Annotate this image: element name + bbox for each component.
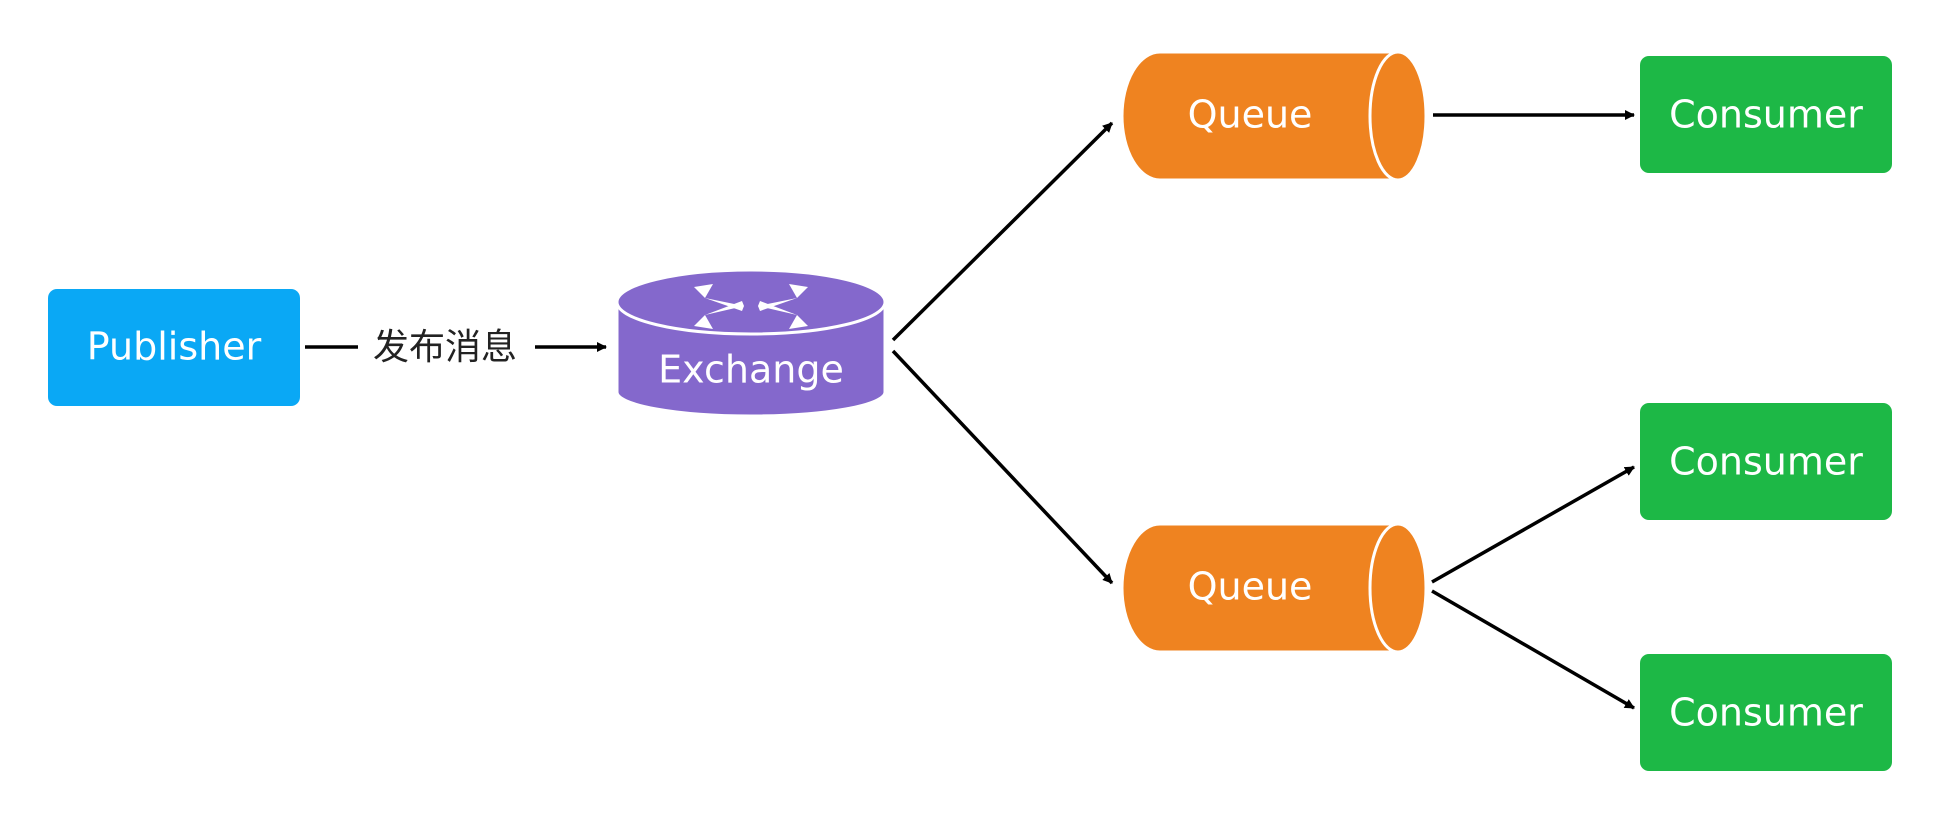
queue-top-body xyxy=(1120,50,1400,182)
consumer-2-label: Consumer xyxy=(1669,440,1863,484)
exchange-top xyxy=(615,268,887,336)
queue-bottom-node: Queue xyxy=(1120,522,1428,654)
queue-bottom-cap xyxy=(1368,522,1428,654)
publisher-label: Publisher xyxy=(87,325,262,369)
edge-exchange-to-queue-bottom xyxy=(891,349,1114,585)
consumer-node-1: Consumer xyxy=(1640,56,1892,173)
edge-queue-bottom-to-consumer-2 xyxy=(1431,465,1635,584)
routing-arrows-icon xyxy=(694,284,808,329)
consumer-node-2: Consumer xyxy=(1640,403,1892,520)
consumer-3-label: Consumer xyxy=(1669,691,1863,735)
exchange-node: Exchange xyxy=(615,268,887,418)
publish-edge-label: 发布消息 xyxy=(373,327,517,368)
queue-top-cap xyxy=(1368,50,1428,182)
exchange-label: Exchange xyxy=(658,348,844,392)
queue-top-label: Queue xyxy=(1188,93,1313,137)
edge-exchange-to-queue-top xyxy=(891,121,1114,342)
queue-top-node: Queue xyxy=(1120,50,1428,182)
edge-queue-bottom-to-consumer-3 xyxy=(1431,589,1635,710)
publisher-node: Publisher xyxy=(48,289,300,406)
consumer-1-label: Consumer xyxy=(1669,93,1863,137)
publish-edge: 发布消息 xyxy=(305,327,607,368)
consumer-node-3: Consumer xyxy=(1640,654,1892,771)
queue-bottom-body xyxy=(1120,522,1400,654)
queue-bottom-label: Queue xyxy=(1188,565,1313,609)
